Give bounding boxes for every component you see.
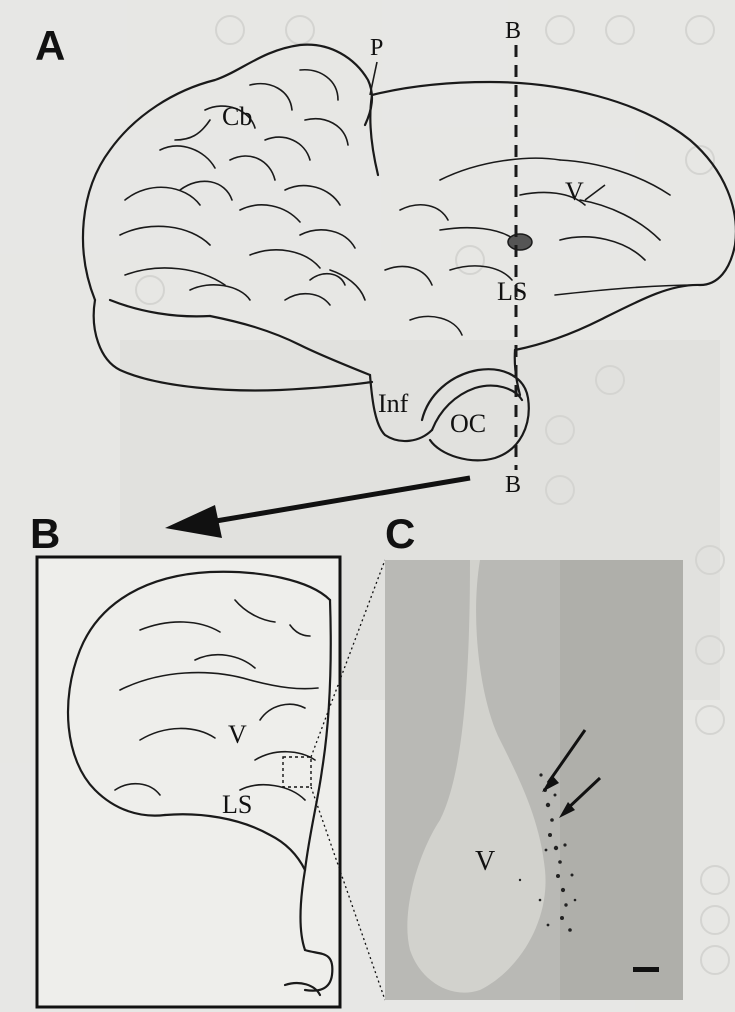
panel-b: B V LS	[30, 510, 340, 1007]
label-p: P	[370, 35, 383, 61]
label-v-a: V	[565, 177, 584, 206]
panel-b-frame	[37, 557, 340, 1007]
panel-b-letter: B	[30, 510, 60, 557]
label-ls-b: LS	[222, 790, 252, 819]
panel-a-letter: A	[35, 22, 65, 69]
label-inf: Inf	[378, 389, 409, 418]
label-cb: Cb	[222, 102, 252, 131]
label-v-b: V	[228, 720, 247, 749]
label-b-bottom: B	[505, 472, 521, 498]
label-oc: OC	[450, 409, 486, 438]
panel-c: C V	[385, 510, 683, 1000]
scale-bar	[633, 967, 659, 972]
label-ls-a: LS	[497, 277, 527, 306]
panel-c-letter: C	[385, 510, 415, 557]
label-b-top: B	[505, 18, 521, 44]
label-v-c: V	[475, 846, 495, 877]
